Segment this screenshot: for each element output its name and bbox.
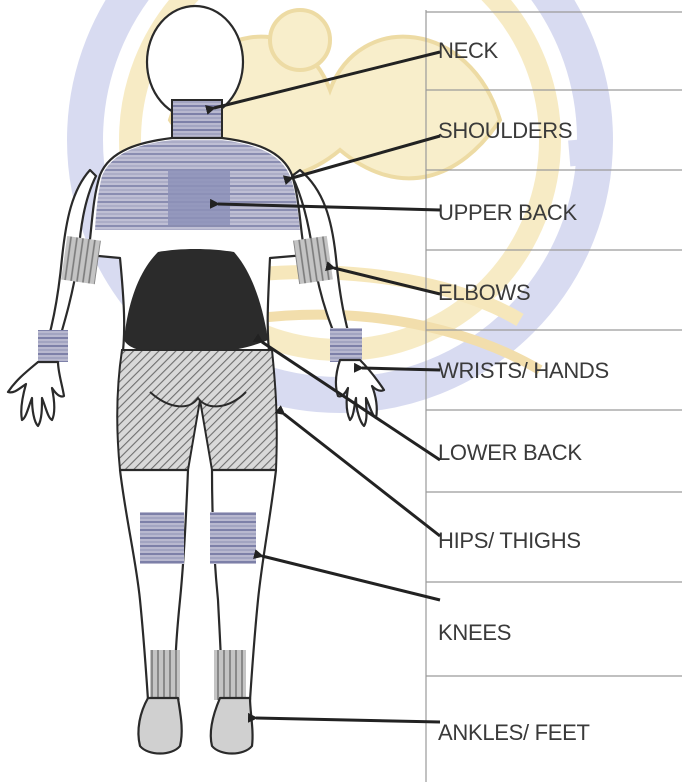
left-hand [8, 362, 64, 426]
hips-thighs-region [117, 350, 277, 470]
arrow-ankles-feet [256, 718, 440, 722]
right-wrist-region [330, 328, 362, 362]
label-table: NECK SHOULDERS UPPER BACK ELBOWS WRISTS/… [426, 10, 682, 782]
left-wrist-region [38, 330, 68, 362]
right-elbow-region [293, 236, 333, 284]
label-lower-back: LOWER BACK [438, 440, 582, 465]
label-elbows: ELBOWS [438, 280, 530, 305]
arrow-wrists-hands [362, 368, 440, 370]
left-foot [138, 698, 181, 754]
left-elbow-region [61, 236, 101, 284]
left-knee-region [140, 512, 184, 564]
label-hips-thighs: HIPS/ THIGHS [438, 528, 581, 553]
neck-region [172, 100, 222, 140]
left-ankle-region [150, 650, 180, 700]
label-shoulders: SHOULDERS [438, 118, 572, 143]
label-ankles-feet: ANKLES/ FEET [438, 720, 590, 745]
label-upper-back: UPPER BACK [438, 200, 577, 225]
arrow-knees [262, 556, 440, 600]
label-wrists-hands: WRISTS/ HANDS [438, 358, 609, 383]
label-neck: NECK [438, 38, 499, 63]
upper-back-region [168, 170, 230, 225]
right-ankle-region [214, 650, 246, 700]
arrow-hips-thighs [284, 414, 440, 536]
right-knee-region [210, 512, 256, 564]
label-knees: KNEES [438, 620, 511, 645]
right-foot [211, 698, 253, 754]
